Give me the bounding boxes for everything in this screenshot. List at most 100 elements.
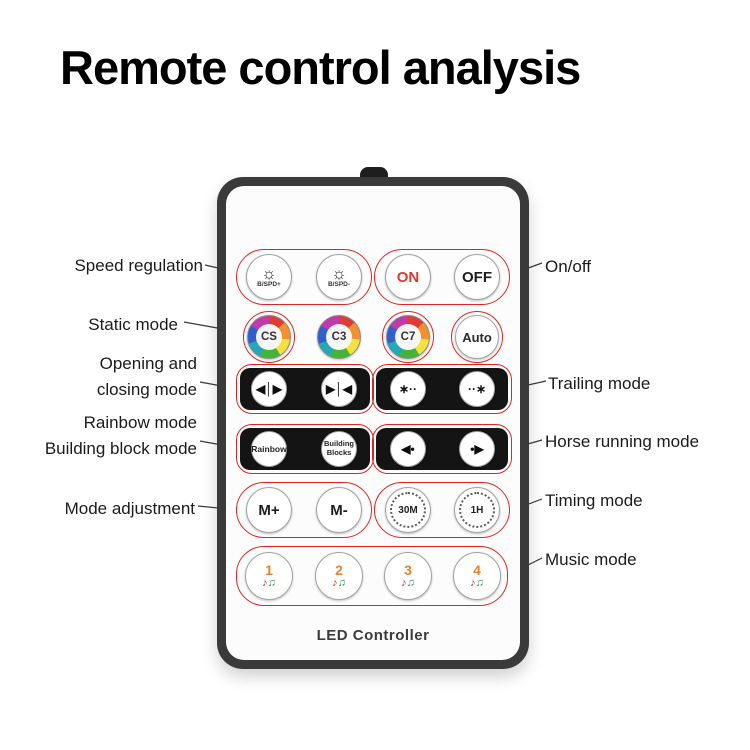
off-label: OFF: [462, 268, 492, 286]
speed-minus-label: B/SPD-: [327, 280, 351, 288]
music-2-number: 2: [335, 562, 343, 578]
on-label: ON: [396, 268, 420, 286]
label-mode-adjustment: Mode adjustment: [64, 499, 195, 518]
label-opening-closing-mode: Opening and closing mode: [97, 351, 197, 404]
mode-minus-label: M-: [330, 501, 348, 519]
c3-button[interactable]: C3: [317, 315, 361, 359]
music-2-content: 2 ♪♫: [332, 563, 346, 589]
music-2-button[interactable]: 2 ♪♫: [315, 552, 363, 600]
music-notes-icon: ♪♫: [401, 578, 415, 589]
note-icon: ♫: [475, 577, 484, 589]
horse-right-icon: •▶: [470, 442, 484, 456]
music-4-button[interactable]: 4 ♪♫: [453, 552, 501, 600]
group-outline-open-close: [236, 364, 374, 414]
group-outline-c7: [382, 311, 434, 363]
building-blocks-label: Building Blocks: [324, 440, 354, 457]
trail-right-icon: ··∗: [467, 382, 487, 396]
timer-1h-label: 1H: [470, 504, 484, 516]
horse-left-button[interactable]: ◀•: [390, 431, 426, 467]
music-3-button[interactable]: 3 ♪♫: [384, 552, 432, 600]
auto-button[interactable]: Auto: [455, 315, 499, 359]
label-trailing-mode: Trailing mode: [548, 374, 651, 393]
note-icon: ♪: [401, 577, 407, 589]
device-label: LED Controller: [316, 627, 430, 644]
music-notes-icon: ♪♫: [470, 578, 484, 589]
trail-left-icon: ∗··: [398, 382, 418, 396]
label-speed-regulation: Speed regulation: [74, 256, 203, 275]
note-icon: ♫: [406, 577, 415, 589]
speed-plus-label: B/SPD+: [257, 280, 281, 288]
group-outline-speed: [236, 249, 372, 305]
timer-1h-button[interactable]: 1H: [454, 487, 500, 533]
building-blocks-button[interactable]: Building Blocks: [321, 431, 357, 467]
note-icon: ♫: [267, 577, 276, 589]
rainbow-button[interactable]: Rainbow: [251, 431, 287, 467]
close-button[interactable]: ▶│◀: [321, 371, 357, 407]
open-arrows-icon: ◀│▶: [256, 382, 282, 396]
auto-label: Auto: [462, 329, 492, 345]
group-outline-music: [236, 546, 508, 606]
timer-30m-label: 30M: [398, 504, 418, 516]
music-4-content: 4 ♪♫: [470, 563, 484, 589]
music-3-content: 3 ♪♫: [401, 563, 415, 589]
speed-plus-content: ☼ B/SPD+: [257, 263, 281, 289]
label-horse-running-mode: Horse running mode: [545, 432, 700, 451]
label-rainbow-mode: Rainbow mode: [83, 413, 197, 432]
page-title: Remote control analysis: [60, 41, 581, 94]
timer-ring: 30M: [390, 492, 426, 528]
group-outline-mode-adjust: [236, 482, 372, 538]
music-1-content: 1 ♪♫: [262, 563, 276, 589]
label-static-mode: Static mode: [88, 315, 178, 334]
note-icon: ♫: [337, 577, 346, 589]
label-opening-line2: closing mode: [96, 380, 197, 400]
off-button[interactable]: OFF: [454, 254, 500, 300]
music-3-number: 3: [404, 562, 412, 578]
speed-minus-button[interactable]: ☼ B/SPD-: [316, 254, 362, 300]
group-outline-trailing: [372, 364, 512, 414]
group-outline-auto: [451, 311, 503, 363]
c7-label: C7: [395, 324, 421, 350]
group-outline-cs: [243, 311, 295, 363]
on-button[interactable]: ON: [385, 254, 431, 300]
mode-plus-button[interactable]: M+: [246, 487, 292, 533]
label-on-off: On/off: [545, 257, 591, 276]
timer-30m-button[interactable]: 30M: [385, 487, 431, 533]
horse-right-button[interactable]: •▶: [459, 431, 495, 467]
label-opening-line1: Opening and: [99, 354, 197, 373]
group-outline-horse: [372, 424, 512, 474]
group-outline-rainbow-building: [236, 424, 374, 474]
sun-icon: ☼: [261, 263, 277, 283]
note-icon: ♪: [262, 577, 268, 589]
label-building-block-mode: Building block mode: [44, 439, 197, 459]
close-arrows-icon: ▶│◀: [326, 382, 352, 396]
c7-button[interactable]: C7: [386, 315, 430, 359]
note-icon: ♪: [332, 577, 338, 589]
note-icon: ♪: [470, 577, 476, 589]
mode-plus-label: M+: [258, 501, 280, 519]
open-button[interactable]: ◀│▶: [251, 371, 287, 407]
music-4-number: 4: [473, 562, 481, 578]
group-outline-timing: [374, 482, 510, 538]
label-timing-mode: Timing mode: [545, 491, 643, 510]
building-line1: Building: [324, 439, 354, 449]
trail-left-button[interactable]: ∗··: [390, 371, 426, 407]
group-outline-on-off: [374, 249, 510, 305]
timer-ring: 1H: [459, 492, 495, 528]
mode-minus-button[interactable]: M-: [316, 487, 362, 533]
cs-button[interactable]: CS: [247, 315, 291, 359]
c3-label: C3: [326, 324, 352, 350]
label-music-mode: Music mode: [545, 550, 637, 569]
building-line2: Blocks: [326, 448, 352, 457]
music-1-number: 1: [265, 562, 273, 578]
sun-icon: ☼: [331, 263, 347, 283]
label-rainbow-building-mode: Rainbow mode Building block mode: [45, 410, 197, 463]
trail-right-button[interactable]: ··∗: [459, 371, 495, 407]
music-notes-icon: ♪♫: [262, 578, 276, 589]
cs-label: CS: [256, 324, 282, 350]
speed-plus-button[interactable]: ☼ B/SPD+: [246, 254, 292, 300]
music-notes-icon: ♪♫: [332, 578, 346, 589]
music-1-button[interactable]: 1 ♪♫: [245, 552, 293, 600]
horse-left-icon: ◀•: [401, 442, 415, 456]
rainbow-label: Rainbow: [251, 444, 287, 454]
